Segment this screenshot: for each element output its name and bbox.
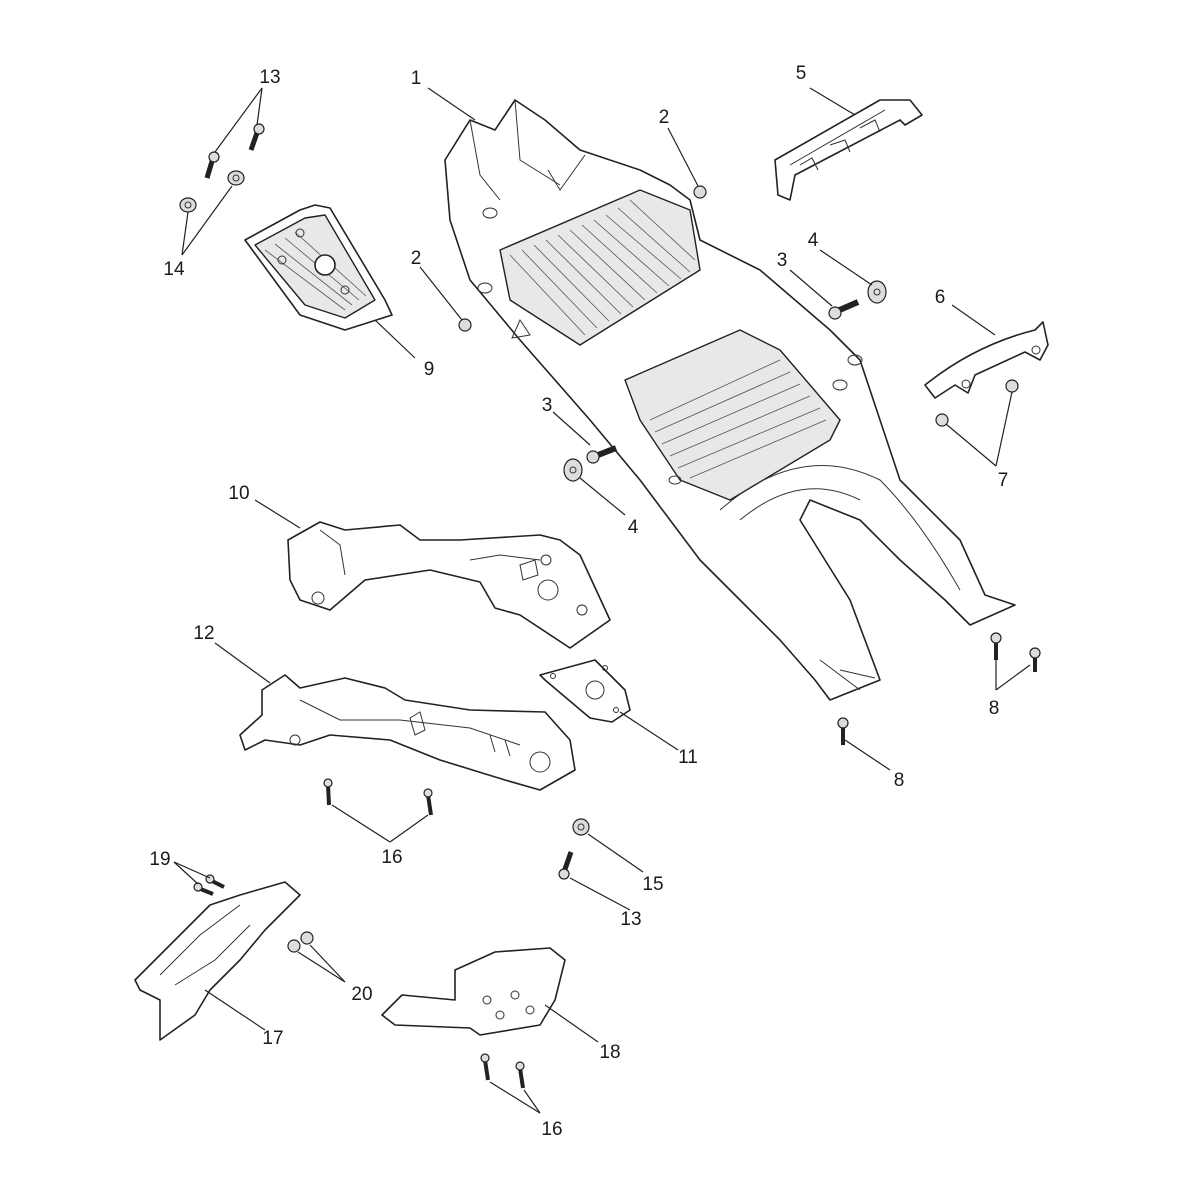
strip-part-6 [924,321,1049,399]
cover-part-17 [134,881,301,1041]
plate-part-9 [244,204,393,331]
callout-5: 5 [796,63,807,84]
callout-7: 7 [998,470,1009,491]
callout-13: 13 [620,909,641,930]
callout-12: 12 [193,623,214,644]
callout-17: 17 [262,1028,283,1049]
washer-4a [867,280,887,304]
callout-4: 4 [628,517,639,538]
nut-15 [572,818,590,836]
callout-11: 11 [678,747,698,768]
screw-8b [1029,647,1041,672]
clip-7a [935,413,949,427]
nut-2b [458,318,472,332]
callout-19: 19 [149,849,170,870]
callout-14: 14 [163,259,185,280]
nut-2a [693,185,707,199]
clip-7b [1005,379,1019,393]
callout-20: 20 [351,984,372,1005]
callout-16: 16 [381,847,402,868]
screw-8a [990,632,1002,660]
screw-19a [193,882,214,896]
callout-labels: 1 2 2 3 3 4 4 5 6 7 8 8 9 10 11 12 13 13… [149,63,1008,1140]
screw-16d [515,1061,525,1089]
washer-4b [563,458,583,482]
callout-4: 4 [808,230,819,251]
washer-20a [287,939,301,953]
screw-13a [204,151,220,179]
bolt-3a [828,299,860,320]
callout-9: 9 [424,359,435,380]
deflector-part-18 [381,947,566,1036]
screw-13b [248,123,265,151]
screw-19b [205,874,225,889]
callout-10: 10 [228,483,249,504]
bolt-3b [586,445,618,464]
bracket-part-12 [239,674,576,791]
washer-14b [227,170,245,186]
screw-16b [423,788,433,816]
callout-15: 15 [642,874,663,895]
callout-2: 2 [659,107,670,128]
callout-1: 1 [411,68,422,89]
callout-3: 3 [777,250,788,271]
washer-14a [179,197,197,213]
callout-6: 6 [935,287,946,308]
washer-20b [300,931,314,945]
screw-13c [558,851,574,880]
bracket-part-5 [774,99,923,201]
fasteners [179,123,1041,1089]
callout-8: 8 [894,770,905,791]
callout-16: 16 [541,1119,562,1140]
rear-subframe-part [444,99,1016,701]
callout-13: 13 [259,67,280,88]
callout-8: 8 [989,698,1000,719]
callout-18: 18 [599,1042,620,1063]
screw-16c [480,1053,490,1081]
gasket-part-11 [539,659,631,723]
screw-16a [323,778,333,806]
callout-3: 3 [542,395,553,416]
screw-8c [837,717,849,745]
callout-2: 2 [411,248,422,269]
arm-part-10 [287,521,611,649]
leader-lines [173,87,1031,1114]
